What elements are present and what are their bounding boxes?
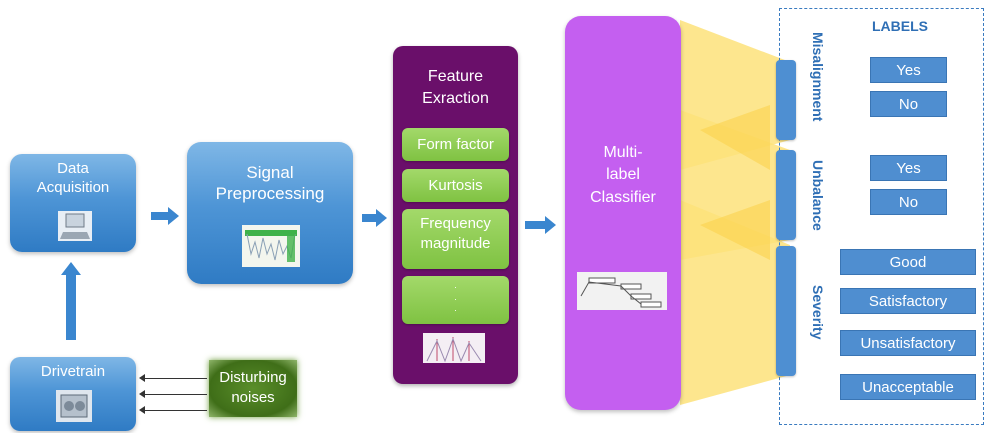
signal-preprocessing-box: Signal Preprocessing <box>187 142 353 284</box>
labels-header: LABELS <box>872 18 928 34</box>
unbalance-no: No <box>870 189 947 215</box>
arrow-preprocessing-to-features <box>362 214 376 222</box>
feature-item: Frequency magnitude <box>402 209 509 269</box>
arrow-drivetrain-to-acquisition <box>66 274 76 340</box>
arrow-features-to-classifier <box>525 221 545 229</box>
feature-item: . . . <box>402 276 509 324</box>
arrow-head-2 <box>376 209 387 227</box>
noise-arrow-head-1 <box>139 374 145 382</box>
signal-waveform-icon <box>242 225 300 267</box>
arrow-up-head <box>61 262 81 275</box>
disturbing-noises-box: Disturbing noises <box>209 360 297 417</box>
feature-item: Form factor <box>402 128 509 161</box>
arrow-head-3 <box>545 216 556 234</box>
misalignment-label: Misalignment <box>810 32 826 122</box>
misalignment-bracket <box>776 60 796 140</box>
unbalance-label: Unbalance <box>810 160 826 231</box>
severity-good: Good <box>840 249 976 275</box>
tree-diagram-icon <box>577 272 667 310</box>
unbalance-bracket <box>776 150 796 240</box>
signal-preprocessing-label: Signal Preprocessing <box>215 163 325 204</box>
noise-arrow-head-2 <box>139 390 145 398</box>
gearbox-icon <box>56 390 92 422</box>
severity-unsatisfactory: Unsatisfactory <box>840 330 976 356</box>
feature-extraction-panel: Feature Exraction Form factor Kurtosis F… <box>393 46 518 384</box>
severity-bracket <box>776 246 796 376</box>
noise-arrow-1 <box>145 378 207 379</box>
feature-peaks-icon <box>423 333 485 363</box>
severity-unacceptable: Unacceptable <box>840 374 976 400</box>
feature-item: Kurtosis <box>402 169 509 202</box>
unbalance-yes: Yes <box>870 155 947 181</box>
severity-satisfactory: Satisfactory <box>840 288 976 314</box>
classifier-label: Multi- label Classifier <box>590 144 656 206</box>
data-acquisition-label: Data Acquisition <box>36 160 110 196</box>
misalignment-yes: Yes <box>870 57 947 83</box>
drivetrain-label: Drivetrain <box>40 363 106 380</box>
arrow-head-1 <box>168 207 179 225</box>
feature-extraction-title: Feature Exraction <box>422 68 489 107</box>
severity-label: Severity <box>810 285 826 340</box>
multilabel-classifier-box: Multi- label Classifier <box>565 16 681 410</box>
data-acquisition-box: Data Acquisition <box>10 154 136 252</box>
misalignment-no: No <box>870 91 947 117</box>
noise-arrow-2 <box>145 394 207 395</box>
computer-icon <box>58 211 92 241</box>
drivetrain-box: Drivetrain <box>10 357 136 431</box>
noise-arrow-3 <box>145 410 207 411</box>
disturbing-noises-label: Disturbing noises <box>219 369 287 406</box>
noise-arrow-head-3 <box>139 406 145 414</box>
arrow-acquisition-to-preprocessing <box>151 212 168 220</box>
